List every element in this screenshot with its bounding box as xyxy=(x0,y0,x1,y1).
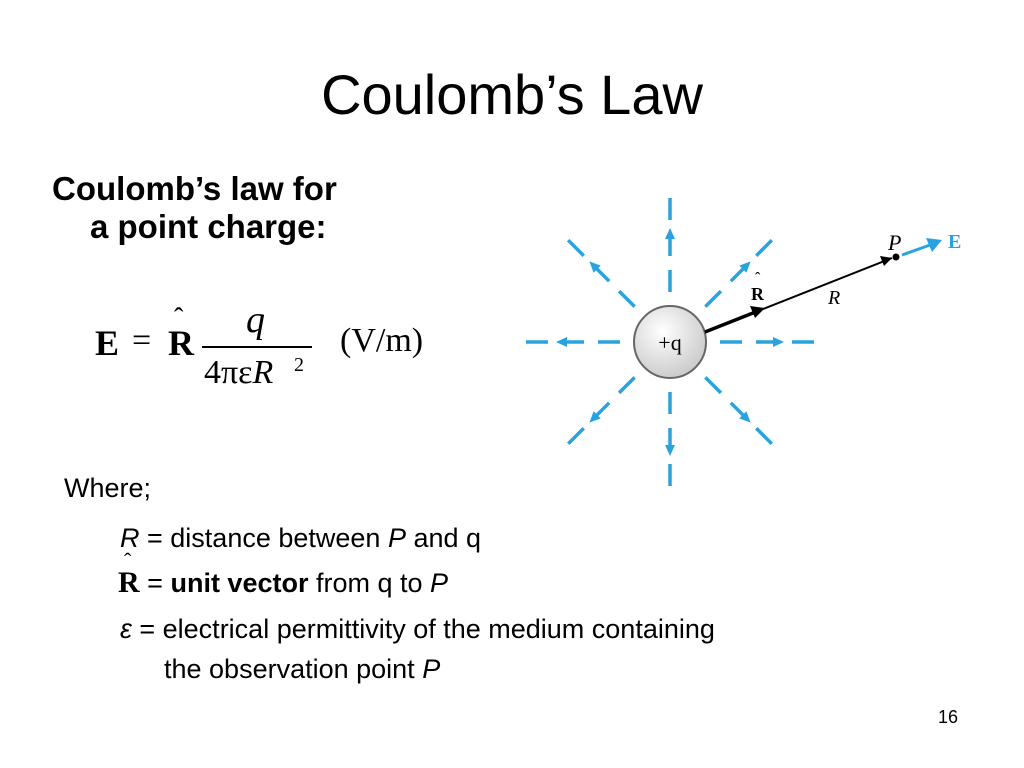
rhat-text: from q to xyxy=(308,568,431,598)
eps-equals: = xyxy=(131,614,163,644)
field-diagram: +q P E R ˆ R xyxy=(526,198,961,486)
field-line-segment xyxy=(566,427,585,446)
field-vector-at-p xyxy=(901,243,931,257)
unit-vector-arrowhead xyxy=(750,306,765,318)
page-number: 16 xyxy=(938,707,959,727)
subtitle: Coulomb’s law for a point charge: xyxy=(52,170,337,246)
fraction-bar xyxy=(202,346,312,348)
field-line-arrowhead xyxy=(773,337,784,347)
unit-vector-hat: ˆ xyxy=(755,270,761,287)
definition-r: R = distance between P and q xyxy=(120,523,481,554)
field-line-segment xyxy=(617,289,636,308)
rhat-letter: R xyxy=(118,566,140,599)
field-line-segment xyxy=(617,376,636,395)
field-lines xyxy=(526,198,814,486)
rhat-p: P xyxy=(430,568,449,598)
definition-epsilon: ε = electrical permittivity of the mediu… xyxy=(120,614,715,645)
subtitle-line-2: a point charge: xyxy=(90,208,327,245)
field-vector-arrowhead xyxy=(926,238,942,252)
formula-unit: (V/m) xyxy=(340,322,424,359)
definition-epsilon-line2: the observation point P xyxy=(164,654,440,685)
field-line-arrowhead xyxy=(589,261,601,273)
field-line-segment xyxy=(704,289,723,308)
subtitle-line-1: Coulomb’s law for xyxy=(52,170,337,207)
field-line-segment xyxy=(566,238,585,257)
coulomb-formula: E = ˆ R q 4πεR 2 (V/m) xyxy=(90,299,450,400)
rhat-equals: = xyxy=(139,568,171,598)
charge-label: +q xyxy=(658,330,681,355)
field-label: E xyxy=(948,231,961,253)
formula-numerator: q xyxy=(246,299,265,341)
field-line-segment xyxy=(704,376,723,395)
denominator-var: R xyxy=(252,354,274,391)
unit-vector-label: R xyxy=(751,284,765,304)
field-line-arrowhead xyxy=(665,228,675,239)
eps-symbol: ε xyxy=(120,614,132,644)
field-line-arrowhead xyxy=(556,337,567,347)
r-tail: and q xyxy=(405,523,482,553)
formula-equals: = xyxy=(132,322,152,359)
radius-arrowhead xyxy=(880,256,892,266)
formula-exponent: 2 xyxy=(294,354,304,376)
rhat-bold: unit vector xyxy=(170,568,309,598)
point-label: P xyxy=(887,230,901,255)
denominator-prefix: 4πε xyxy=(204,354,253,391)
rhat-hat: ˆ xyxy=(124,548,132,573)
formula-field: E xyxy=(95,323,120,363)
where-label: Where; xyxy=(64,473,152,503)
field-line-segment xyxy=(755,238,774,257)
point-charge xyxy=(633,305,707,379)
formula-unit-vector: R xyxy=(168,323,194,363)
r-symbol: R xyxy=(120,523,140,553)
formula-denominator: 4πεR xyxy=(204,354,273,392)
unit-vector-arrow xyxy=(704,309,759,334)
formula-hat: ˆ xyxy=(174,303,184,334)
field-line-arrowhead xyxy=(739,261,751,273)
slide-title: Coulomb’s Law xyxy=(321,63,703,126)
eps-line2: the observation point xyxy=(164,654,423,684)
distance-label: R xyxy=(827,287,840,309)
eps-text: electrical permittivity of the medium co… xyxy=(162,614,715,644)
r-text: distance between xyxy=(170,523,388,553)
eps-p: P xyxy=(422,654,441,684)
r-equals: = xyxy=(139,523,171,553)
observation-point xyxy=(892,253,900,261)
r-p: P xyxy=(387,523,406,553)
field-line-arrowhead xyxy=(589,411,601,423)
field-line-segment xyxy=(755,427,774,446)
field-line-arrowhead xyxy=(665,445,675,456)
field-line-arrowhead xyxy=(739,411,751,423)
